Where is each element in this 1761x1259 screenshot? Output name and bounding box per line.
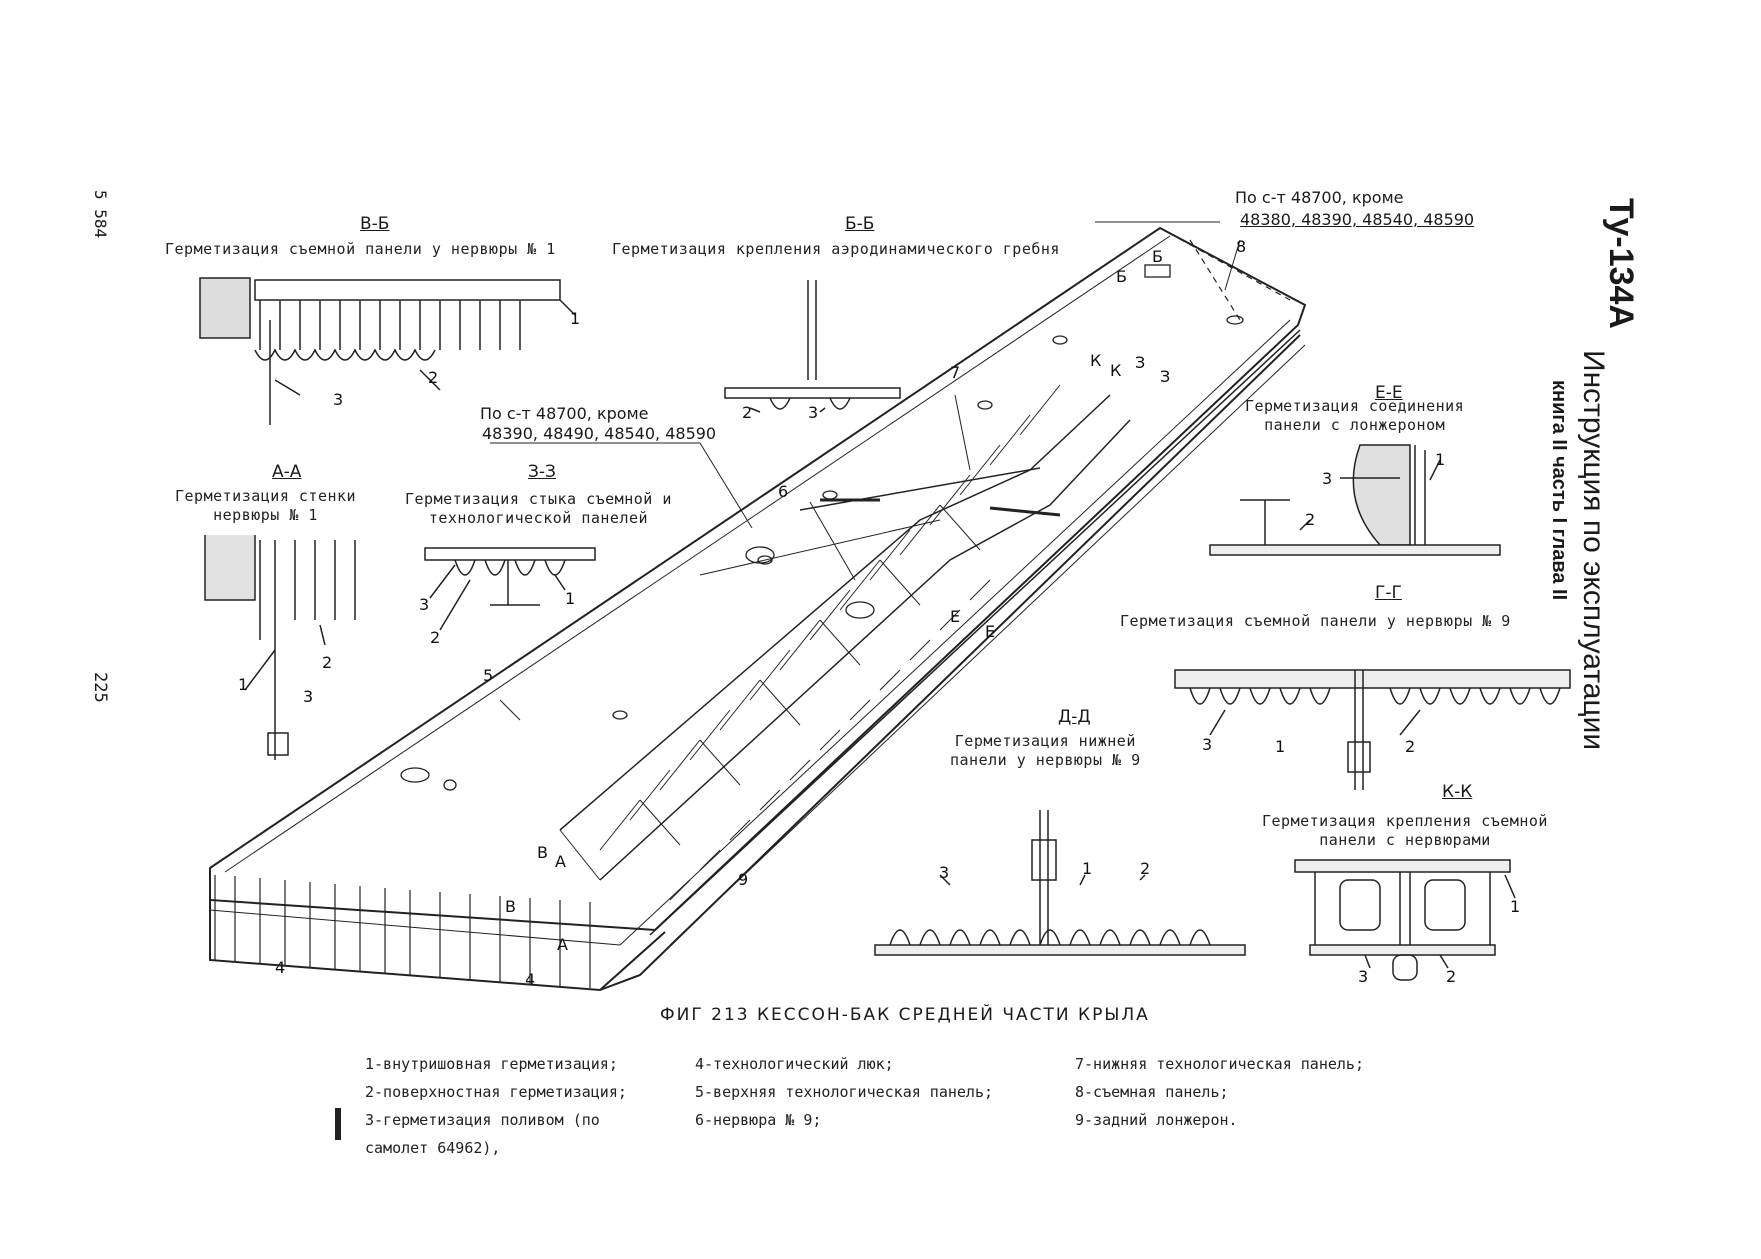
svg-text:3: 3 — [333, 390, 343, 409]
callout-E1: Е — [950, 607, 960, 626]
note-left-line1: По с-т 48700, кроме — [480, 404, 649, 423]
manual-title: Инструкция по эксплуатации — [1577, 350, 1610, 751]
callout-Z2: З — [1160, 367, 1170, 386]
section-label-zz: З-З — [528, 462, 556, 482]
section-label-kk: К-К — [1442, 782, 1473, 802]
callout-K1: К — [1090, 351, 1102, 370]
figure-caption: ФИГ 213 КЕССОН-БАК СРЕДНЕЙ ЧАСТИ КРЫЛА — [660, 1005, 1150, 1025]
callout-E2: Е — [985, 622, 995, 641]
callout-4: 4 — [525, 970, 535, 989]
legend-col-2: 4-технологический люк; 5-верхняя техноло… — [695, 1050, 993, 1134]
detail-bb-drawing — [724, 280, 901, 413]
svg-text:2: 2 — [1446, 967, 1456, 986]
legend-item: самолет 64962), — [365, 1139, 501, 1157]
section-desc-dd: Герметизация нижней панели у нервюры № 9 — [950, 732, 1141, 769]
svg-text:3: 3 — [808, 403, 818, 422]
section-desc-bb: Герметизация крепления аэродинамического… — [612, 240, 1060, 258]
detail-zz-drawing — [424, 547, 596, 631]
svg-text:3: 3 — [419, 595, 429, 614]
section-label-dd: Д-Д — [1058, 707, 1091, 727]
svg-text:1: 1 — [1275, 737, 1285, 756]
svg-text:1: 1 — [1510, 897, 1520, 916]
svg-text:2: 2 — [430, 628, 440, 647]
callout-V2: В — [505, 897, 516, 916]
aircraft-stamp: Ту-134А — [1602, 198, 1640, 329]
detail-gg-drawing — [1174, 669, 1571, 790]
detail-aa-drawing — [204, 535, 356, 760]
detail-dd-drawing — [874, 810, 1246, 956]
svg-text:2: 2 — [428, 368, 438, 387]
svg-text:2: 2 — [1405, 737, 1415, 756]
legend-item: 7-нижняя технологическая панель; — [1075, 1055, 1364, 1073]
legend-item: 2-поверхностная герметизация; — [365, 1083, 627, 1101]
callout-A1: А — [555, 852, 566, 871]
svg-text:2: 2 — [1305, 510, 1315, 529]
callout-9: 9 — [738, 870, 748, 889]
svg-text:3: 3 — [1322, 469, 1332, 488]
callout-Z1: З — [1135, 353, 1145, 372]
note-top-right-line1: По с-т 48700, кроме — [1235, 188, 1404, 207]
legend-item: 9-задний лонжерон. — [1075, 1111, 1238, 1129]
legend-item: 3-герметизация поливом (по — [365, 1111, 600, 1129]
page-number: 225 — [90, 672, 110, 703]
section-label-aa: А-А — [272, 462, 302, 482]
svg-text:3: 3 — [1358, 967, 1368, 986]
svg-text:1: 1 — [1435, 450, 1445, 469]
legend-item: 1-внутришовная герметизация; — [365, 1055, 618, 1073]
svg-text:2: 2 — [1140, 859, 1150, 878]
legend-item: 5-верхняя технологическая панель; — [695, 1083, 994, 1101]
callout-8: 8 — [1236, 237, 1246, 256]
legend-item: 6-нервюра № 9; — [695, 1111, 822, 1129]
callout-B2: Б — [1116, 267, 1127, 286]
callout-4b: 4 — [275, 958, 285, 977]
callout-B1: Б — [1152, 247, 1163, 266]
section-desc-ee: Герметизация соединения панели с лонжеро… — [1245, 397, 1465, 434]
detail-kk-drawing — [1294, 859, 1516, 981]
callout-A2: А — [557, 935, 568, 954]
header-block: Ту-134А — [1601, 198, 1640, 329]
svg-text:1: 1 — [565, 589, 575, 608]
svg-text:3: 3 — [939, 863, 949, 882]
section-label-ee: Е-Е — [1375, 383, 1403, 403]
svg-text:2: 2 — [742, 403, 752, 422]
section-desc-bb-v: Герметизация съемной панели у нервюры № … — [165, 240, 556, 258]
legend-item: 8-съемная панель; — [1075, 1083, 1229, 1101]
note-top-right-line2: 48380, 48390, 48540, 48590 — [1240, 210, 1475, 229]
section-label-bb-v: В-Б — [360, 214, 390, 234]
svg-text:1: 1 — [1082, 859, 1092, 878]
detail-bb-v-drawing — [199, 277, 576, 425]
note-left-line2: 48390, 48490, 48540, 48590 — [482, 424, 717, 443]
svg-text:3: 3 — [1202, 735, 1212, 754]
svg-text:2: 2 — [322, 653, 332, 672]
legend-col-3: 7-нижняя технологическая панель; 8-съемн… — [1075, 1050, 1364, 1134]
margin-mark — [335, 1108, 341, 1140]
manual-subtitle: книга II часть I глава II — [1548, 380, 1570, 601]
callout-V1: В — [537, 843, 548, 862]
section-label-gg: Г-Г — [1375, 583, 1402, 603]
callout-K2: К — [1110, 361, 1122, 380]
callout-7: 7 — [950, 363, 960, 382]
section-desc-aa: Герметизация стенки нервюры № 1 — [175, 487, 357, 524]
callout-6: 6 — [778, 482, 788, 501]
section-label-bb: Б-Б — [845, 214, 875, 234]
detail-ee-drawing — [1209, 444, 1501, 556]
legend-item: 4-технологический люк; — [695, 1055, 894, 1073]
document-number: 5 584 — [91, 190, 110, 239]
svg-text:3: 3 — [303, 687, 313, 706]
section-desc-kk: Герметизация крепления съемной панели с … — [1262, 812, 1548, 849]
callout-5: 5 — [483, 666, 493, 685]
legend-col-1: 1-внутришовная герметизация; 2-поверхнос… — [365, 1050, 627, 1162]
section-desc-gg: Герметизация съемной панели у нервюры № … — [1120, 612, 1511, 630]
svg-text:1: 1 — [238, 675, 248, 694]
wing-upper-skin — [209, 226, 1307, 932]
section-desc-zz: Герметизация стыка съемной и технологиче… — [405, 490, 672, 527]
svg-text:1: 1 — [570, 309, 580, 328]
